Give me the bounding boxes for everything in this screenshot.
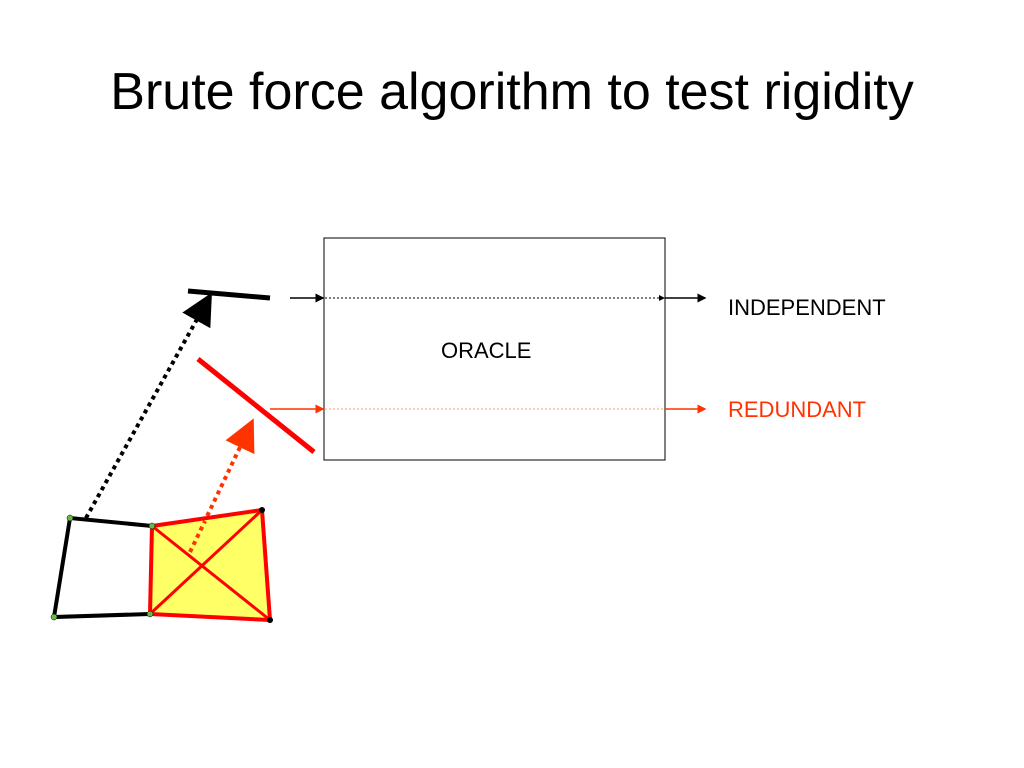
vertex xyxy=(148,522,156,530)
vertex xyxy=(146,610,154,618)
black-framework-edges xyxy=(51,515,153,620)
slide-title: Brute force algorithm to test rigidity xyxy=(110,63,914,121)
vertex xyxy=(267,617,273,623)
independent-label: INDEPENDENT xyxy=(728,295,886,320)
independent-dotted-arrow xyxy=(84,292,212,519)
redundant-label: REDUNDANT xyxy=(728,397,867,422)
independent-edge xyxy=(187,288,271,301)
redundant-dotted-arrow-overlay xyxy=(188,520,207,553)
vertex xyxy=(66,514,74,522)
oracle-box xyxy=(323,237,666,461)
diagonal-edge-1 xyxy=(151,524,271,622)
redundant-edge xyxy=(196,357,316,454)
vertex xyxy=(259,507,265,513)
oracle-label: ORACLE xyxy=(441,338,532,363)
diagonal-edge-2 xyxy=(148,508,264,616)
vertex xyxy=(50,613,58,621)
rigid-yellow-region xyxy=(147,507,273,623)
